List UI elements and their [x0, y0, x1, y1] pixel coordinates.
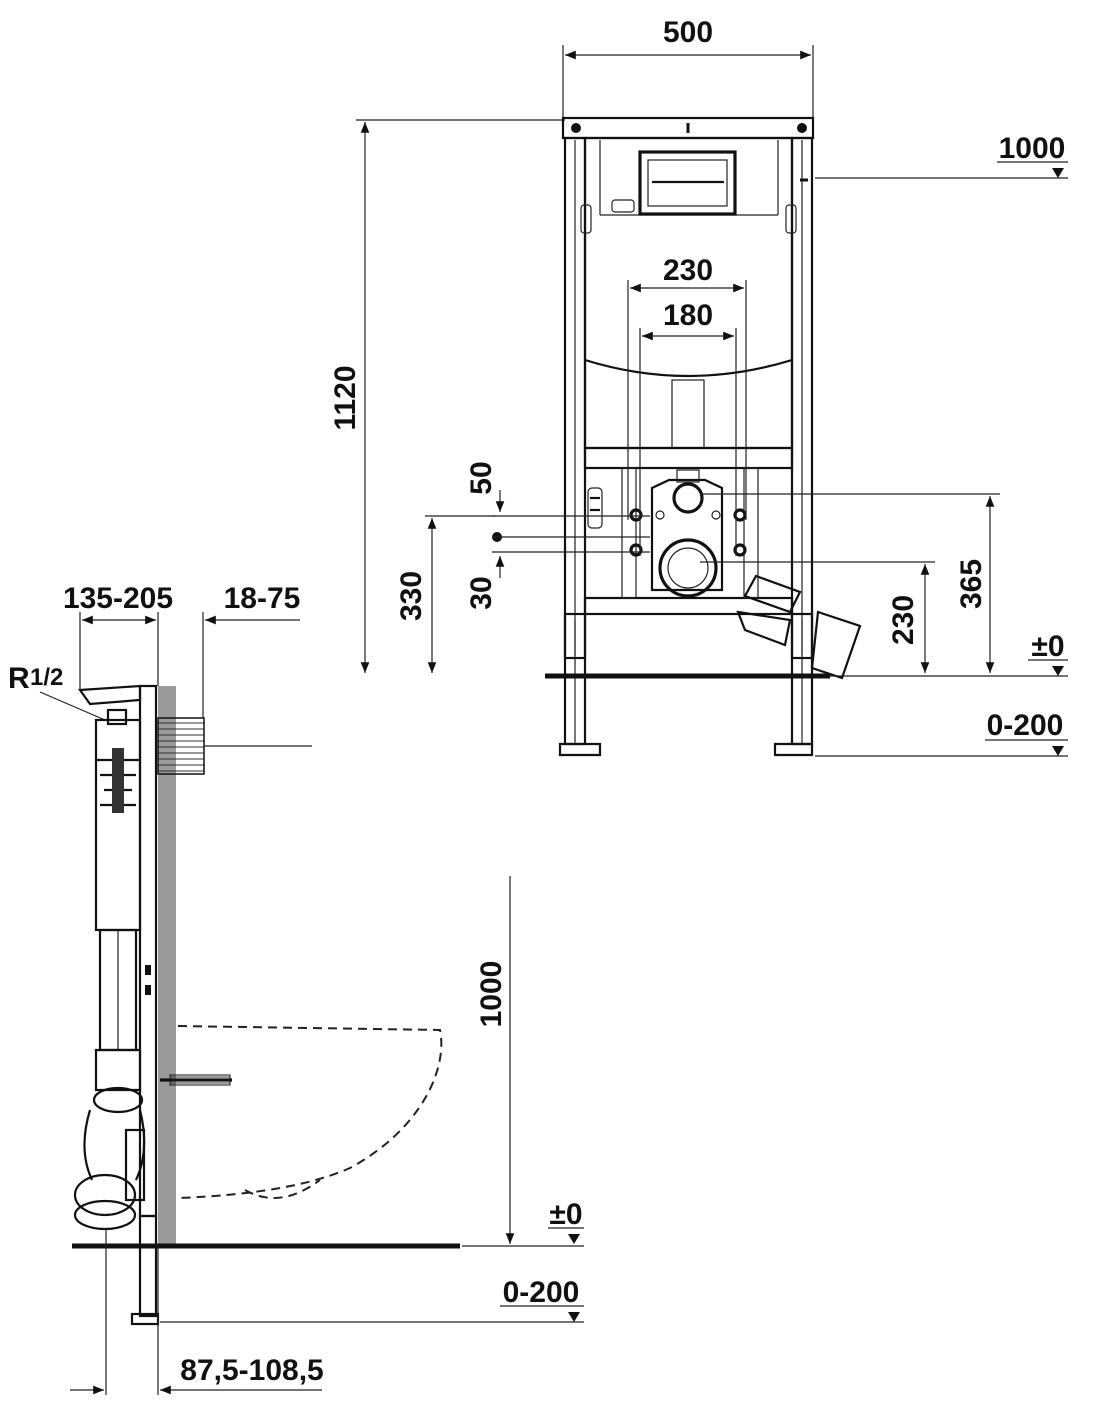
- level-legs-side-label: 0-200: [503, 1276, 580, 1309]
- dim-depth-label: 135-205: [63, 582, 173, 615]
- wc-bowl-outline: [177, 1025, 443, 1199]
- level-legs-front-label: 0-200: [987, 709, 1064, 742]
- dim-supply-height-label: 365: [955, 559, 988, 609]
- dim-bottom-label: 87,5-108,5: [180, 1354, 323, 1387]
- dim-depth: 135-205 18-75: [63, 582, 300, 718]
- dim-spacing-inner-label: 180: [663, 299, 713, 332]
- dim-drain-height-label: 330: [395, 571, 428, 621]
- level-1000-front: 1000: [815, 132, 1068, 179]
- dim-height-side: 1000: [475, 876, 515, 1244]
- dim-width-label: 500: [663, 16, 713, 49]
- dim-height-label: 1120: [329, 365, 362, 430]
- dim-spacing: 230 180: [627, 254, 747, 556]
- dim-spacing-outer-label: 230: [663, 254, 713, 287]
- level-zero-front-label: ±0: [1031, 630, 1064, 663]
- dim-supply-height: 365: [700, 493, 1000, 673]
- dim-height-side-label: 1000: [475, 961, 508, 1028]
- front-view: 500 1120: [329, 16, 1068, 757]
- wall: [158, 686, 176, 1246]
- side-view: 135-205 18-75 R 1/2: [8, 582, 584, 1395]
- dim-width: 500: [562, 16, 814, 118]
- dim-height: 1120: [329, 119, 565, 673]
- dim-outlet-height-label: 230: [887, 595, 920, 645]
- level-zero-side-label: ±0: [549, 1198, 582, 1231]
- thread-label-r: R: [8, 662, 30, 695]
- dim-drain-height: 330: [395, 515, 495, 673]
- side-frame: [73, 684, 312, 1326]
- dim-offset-upper-label: 50: [465, 461, 498, 494]
- level-1000-front-label: 1000: [999, 132, 1066, 165]
- thread-label: R 1/2: [8, 662, 106, 721]
- dim-offset-lower-label: 30: [465, 576, 498, 609]
- dim-wall-label: 18-75: [224, 582, 301, 615]
- level-zero-front: ±0: [830, 630, 1068, 677]
- dim-offsets: 50 30: [465, 461, 650, 610]
- level-zero-side: ±0: [462, 1198, 584, 1247]
- frame: [558, 116, 862, 757]
- wc-bowl-rim: [244, 1179, 321, 1199]
- thread-label-size: 1/2: [30, 664, 63, 691]
- level-legs-side: 0-200: [160, 1276, 584, 1323]
- level-legs-front: 0-200: [815, 709, 1068, 757]
- dim-outlet-height: 230: [700, 561, 935, 673]
- dim-bottom: 87,5-108,5: [70, 1230, 324, 1395]
